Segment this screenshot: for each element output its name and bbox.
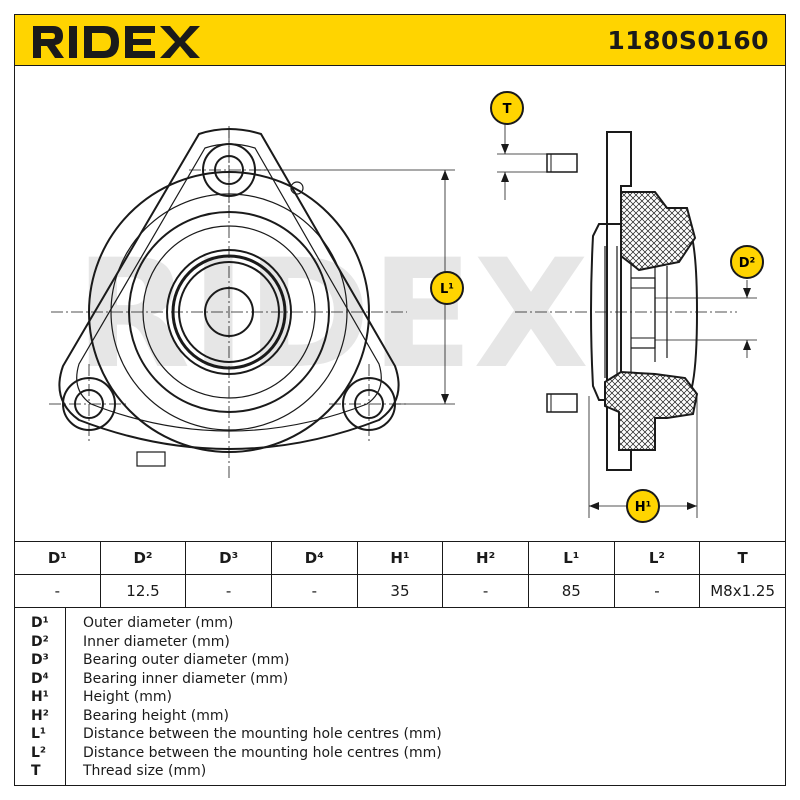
legend-item: D¹ Outer diameter (mm) <box>15 615 785 633</box>
dimensions-header-row: D¹ D² D³ D⁴ H¹ H² L¹ L² T <box>14 541 786 575</box>
l1-label: L¹ <box>440 282 454 297</box>
legend-code: L² <box>31 744 47 761</box>
legend-code: T <box>31 763 41 779</box>
legend-item: H¹ Height (mm) <box>15 689 785 707</box>
column-header: H² <box>442 541 529 575</box>
legend-description: Bearing height (mm) <box>83 707 229 724</box>
table-cell: - <box>270 574 358 608</box>
legend-item: D⁴ Bearing inner diameter (mm) <box>15 671 785 689</box>
legend-description: Inner diameter (mm) <box>83 633 230 650</box>
column-header: L² <box>613 541 701 575</box>
column-header: D¹ <box>14 541 101 575</box>
h1-label: H¹ <box>635 500 652 515</box>
legend-description: Distance between the mounting hole centr… <box>83 726 442 742</box>
legend-item: L² Distance between the mounting hole ce… <box>15 745 785 763</box>
h1-dimension-badge: H¹ <box>626 489 660 523</box>
table-cell: - <box>613 574 701 608</box>
header-bar: 1180S0160 <box>14 14 786 66</box>
legend-description: Bearing outer diameter (mm) <box>83 652 290 668</box>
technical-drawing: RIDEX <box>14 66 786 542</box>
dimensions-table: D¹ D² D³ D⁴ H¹ H² L¹ L² T - 12.5 - - 35 … <box>14 541 786 608</box>
column-header: L¹ <box>527 541 615 575</box>
d2-dimension-badge: D² <box>730 245 764 279</box>
table-cell: - <box>185 574 272 608</box>
table-cell: 35 <box>356 574 444 608</box>
legend-description: Distance between the mounting hole centr… <box>83 744 442 761</box>
column-header: D² <box>99 541 187 575</box>
legend-description: Bearing inner diameter (mm) <box>83 670 289 687</box>
legend-divider <box>65 607 66 785</box>
legend-description: Height (mm) <box>83 689 172 705</box>
table-cell: 85 <box>527 574 615 608</box>
d2-label: D² <box>739 256 756 271</box>
legend-item: H² Bearing height (mm) <box>15 708 785 726</box>
column-header: H¹ <box>356 541 444 575</box>
legend-description: Thread size (mm) <box>83 763 207 779</box>
legend-description: Outer diameter (mm) <box>83 615 234 631</box>
ridex-logo <box>33 26 200 58</box>
table-cell: - <box>14 574 101 608</box>
legend-code: D¹ <box>31 615 49 631</box>
table-cell: - <box>442 574 529 608</box>
side-section-view <box>497 124 757 518</box>
column-header: D³ <box>185 541 272 575</box>
legend-code: D² <box>31 633 49 650</box>
l1-dimension-badge: L¹ <box>430 271 464 305</box>
legend-code: D³ <box>31 652 49 668</box>
part-number: 1180S0160 <box>607 26 769 55</box>
column-header: T <box>699 541 786 575</box>
legend-item: D³ Bearing outer diameter (mm) <box>15 652 785 670</box>
table-cell: 12.5 <box>99 574 187 608</box>
front-view <box>49 126 455 478</box>
legend-item: D² Inner diameter (mm) <box>15 634 785 652</box>
legend-code: D⁴ <box>31 670 49 687</box>
legend-item: T Thread size (mm) <box>15 763 785 781</box>
t-label: T <box>503 102 512 117</box>
drawing-canvas: RIDEX <box>49 91 764 523</box>
column-header: D⁴ <box>270 541 358 575</box>
legend-item: L¹ Distance between the mounting hole ce… <box>15 726 785 744</box>
legend-code: H² <box>31 707 49 724</box>
legend-code: L¹ <box>31 726 47 742</box>
table-cell: M8x1.25 <box>699 574 786 608</box>
legend-code: H¹ <box>31 689 49 705</box>
t-dimension-badge: T <box>490 91 524 125</box>
dimension-legend: D¹ Outer diameter (mm) D² Inner diameter… <box>14 607 786 786</box>
dimensions-value-row: - 12.5 - - 35 - 85 - M8x1.25 <box>14 574 786 608</box>
